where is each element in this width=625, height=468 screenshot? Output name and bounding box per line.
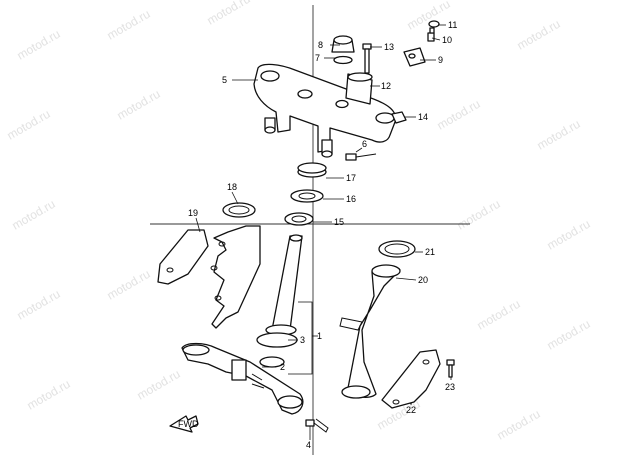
- callout-label: 14: [418, 112, 428, 122]
- callout-label: 9: [438, 55, 443, 65]
- small-washer: [428, 20, 440, 28]
- callout-label: 12: [381, 81, 391, 91]
- callout-label: 18: [227, 182, 237, 192]
- callout-label: 13: [384, 42, 394, 52]
- callout-label: 11: [448, 20, 457, 30]
- watermark-text: motod.ru: [105, 267, 153, 303]
- side-nut: [391, 111, 407, 124]
- lower-pinch-bolt: [305, 418, 329, 433]
- pinch-bolt: [345, 153, 377, 161]
- watermark-text: motod.ru: [25, 377, 73, 413]
- small-screw: [427, 27, 435, 42]
- callouts: 1 2 3 4 5 6 7 8 9 10 11 12 13 14 15 16 1…: [188, 20, 457, 450]
- watermark-text: motod.ru: [15, 287, 63, 323]
- washer: [333, 55, 353, 65]
- callout-label: 1: [317, 331, 322, 341]
- clamp-cap: [345, 72, 373, 105]
- upper-bracket: [253, 63, 397, 158]
- callout-label: 15: [334, 217, 344, 227]
- watermark-text: motod.ru: [515, 17, 563, 53]
- cap-nut: [331, 35, 355, 53]
- callout-label: 21: [425, 247, 435, 257]
- steering-stem: [256, 234, 303, 368]
- clamp-bolt: [362, 43, 372, 74]
- callout-label: 23: [445, 382, 455, 392]
- right-bracket: [381, 349, 441, 409]
- callout-label: 5: [222, 75, 227, 85]
- watermark-text: motod.ru: [135, 367, 183, 403]
- watermark-text: motod.ru: [105, 7, 153, 43]
- leader-lines: [195, 24, 452, 440]
- callout-label: 10: [442, 35, 452, 45]
- callout-label: 17: [346, 173, 356, 183]
- callout-label: 8: [318, 40, 323, 50]
- watermark-text: motod.ru: [495, 407, 543, 443]
- watermark-text: motod.ru: [5, 107, 53, 143]
- watermark-text: motod.ru: [405, 0, 453, 33]
- watermark-text: motod.ru: [535, 117, 583, 153]
- front-arrow-label: FWD: [178, 419, 199, 429]
- watermark-text: motod.ru: [115, 87, 163, 123]
- watermark-text: motod.ru: [205, 0, 253, 28]
- watermark-text: motod.ru: [455, 197, 503, 233]
- front-arrow: FWD: [169, 415, 199, 433]
- callout-label: 7: [315, 53, 320, 63]
- bearing-stack: [284, 162, 327, 226]
- watermark-text: motod.ru: [10, 197, 58, 233]
- left-bracket: [157, 229, 209, 285]
- lower-bracket: [181, 342, 304, 415]
- left-upper-ring: [222, 202, 256, 218]
- cable-holder: [403, 47, 426, 67]
- callout-label: 3: [300, 335, 305, 345]
- watermark-text: motod.ru: [545, 217, 593, 253]
- watermark-text: motod.ru: [435, 97, 483, 133]
- callout-label: 4: [306, 440, 311, 450]
- left-stay: [210, 225, 261, 329]
- callout-label: 16: [346, 194, 356, 204]
- callout-label: 20: [418, 275, 428, 285]
- bracket-bolt: [446, 359, 455, 378]
- right-stay: [339, 264, 401, 399]
- callout-label: 22: [406, 405, 416, 415]
- callout-label: 6: [362, 139, 367, 149]
- callout-label: 2: [280, 362, 285, 372]
- watermark-text: motod.ru: [545, 317, 593, 353]
- watermark-text: motod.ru: [15, 27, 63, 63]
- watermark-text: motod.ru: [475, 297, 523, 333]
- right-ring: [378, 240, 416, 258]
- callout-label: 19: [188, 208, 198, 218]
